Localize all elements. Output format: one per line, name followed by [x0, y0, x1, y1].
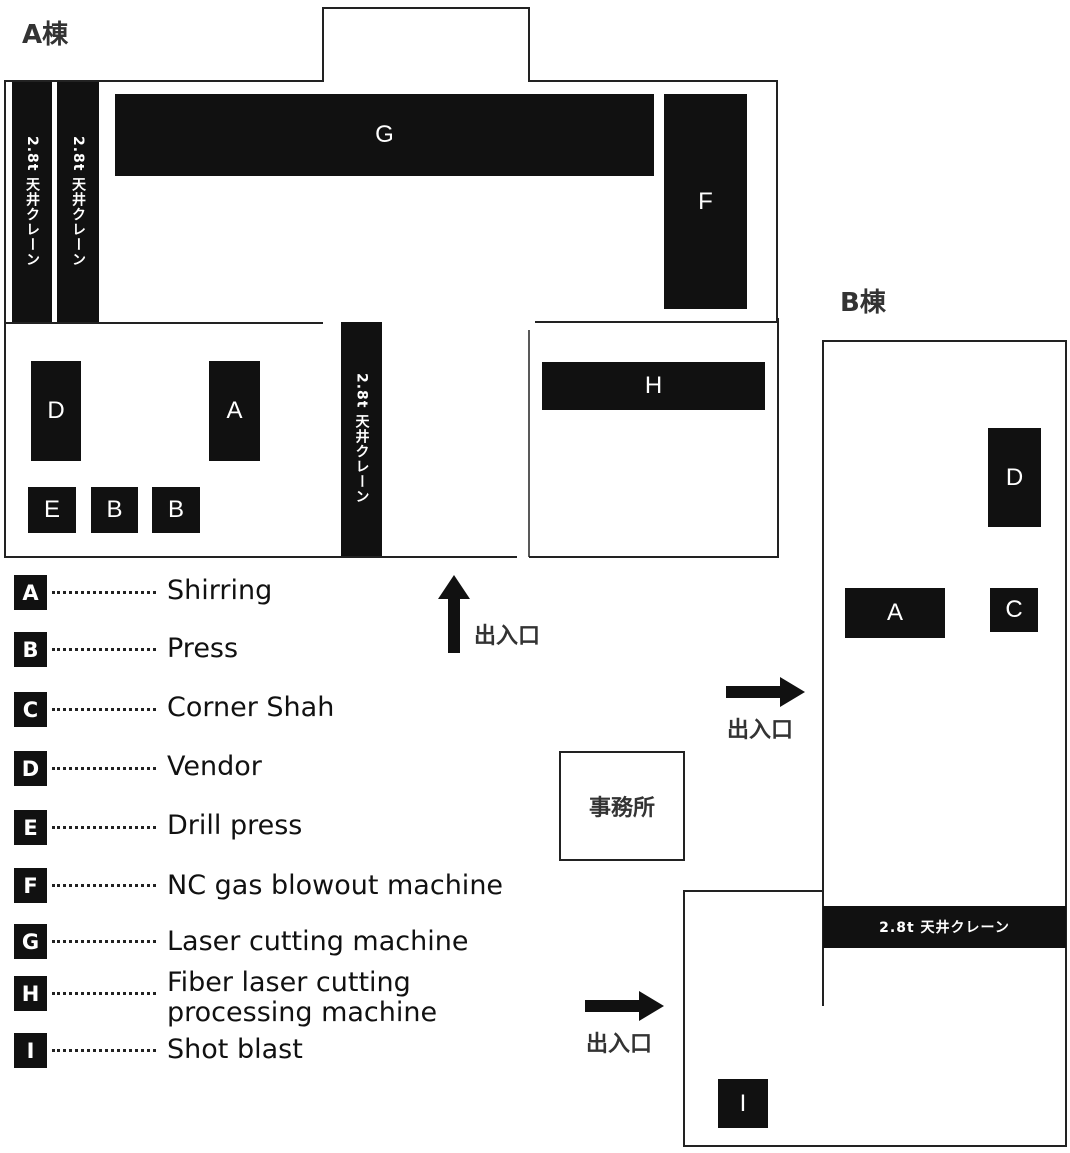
- legend-leader-dots: [52, 708, 156, 711]
- legend-key-g: G: [14, 924, 47, 959]
- legend-label-b: Press: [167, 633, 239, 664]
- machine-i-shot-blast: I: [718, 1079, 768, 1128]
- machine-g-laser-cutting: G: [115, 94, 654, 176]
- machine-b-press-2: B: [152, 487, 200, 533]
- arrow-right-icon: [726, 677, 805, 707]
- legend-label-d: Vendor: [167, 751, 262, 782]
- machine-f-nc-gas: F: [664, 94, 747, 309]
- legend-leader-dots: [52, 767, 156, 770]
- legend-key-f: F: [14, 868, 47, 903]
- office-label: 事務所: [588, 796, 655, 821]
- legend-leader-dots: [52, 884, 156, 887]
- machine-h-fiber-laser: H: [542, 362, 765, 410]
- machine-a-shirring-b: A: [845, 588, 945, 638]
- legend-label-e: Drill press: [167, 810, 303, 841]
- legend-key-e: E: [14, 810, 47, 845]
- arrow-up-icon: [438, 575, 470, 653]
- legend-leader-dots: [52, 826, 156, 829]
- legend-label-g: Laser cutting machine: [167, 926, 469, 957]
- legend-label-a: Shirring: [167, 575, 273, 606]
- overhead-crane-b: 2.8t 天井クレーン: [823, 906, 1066, 948]
- machine-d-vendor-b: D: [988, 428, 1041, 527]
- machine-e-drill-press: E: [28, 487, 76, 533]
- legend-leader-dots: [52, 992, 156, 995]
- overhead-crane-3: 2.8t 天井クレーン: [341, 322, 382, 556]
- legend-label-c: Corner Shah: [167, 692, 335, 723]
- legend-leader-dots: [52, 1049, 156, 1052]
- legend-label-i: Shot blast: [167, 1034, 303, 1065]
- legend-key-b: B: [14, 632, 47, 667]
- building-a-title: A棟: [22, 20, 69, 50]
- building-b-title: B棟: [840, 288, 886, 318]
- arrow-right-icon: [585, 991, 664, 1021]
- building-a-entrance-label: 出入口: [474, 624, 541, 649]
- legend-key-i: I: [14, 1033, 47, 1068]
- machine-b-press-1: B: [91, 487, 138, 533]
- legend-key-h: H: [14, 976, 47, 1011]
- legend-leader-dots: [52, 591, 156, 594]
- legend-key-a: A: [14, 575, 47, 610]
- legend-key-d: D: [14, 751, 47, 786]
- legend-key-c: C: [14, 692, 47, 727]
- office: 事務所: [559, 751, 685, 861]
- legend-leader-dots: [52, 648, 156, 651]
- legend-leader-dots: [52, 940, 156, 943]
- overhead-crane-1: 2.8t 天井クレーン: [12, 82, 52, 322]
- machine-d-vendor: D: [31, 361, 81, 461]
- building-b-entrance-label-1: 出入口: [727, 718, 794, 743]
- machine-a-shirring: A: [209, 361, 260, 461]
- overhead-crane-2: 2.8t 天井クレーン: [57, 82, 99, 322]
- machine-c-corner-shah: C: [990, 588, 1038, 632]
- legend-label-f: NC gas blowout machine: [167, 870, 504, 901]
- building-b-entrance-label-2: 出入口: [586, 1032, 653, 1057]
